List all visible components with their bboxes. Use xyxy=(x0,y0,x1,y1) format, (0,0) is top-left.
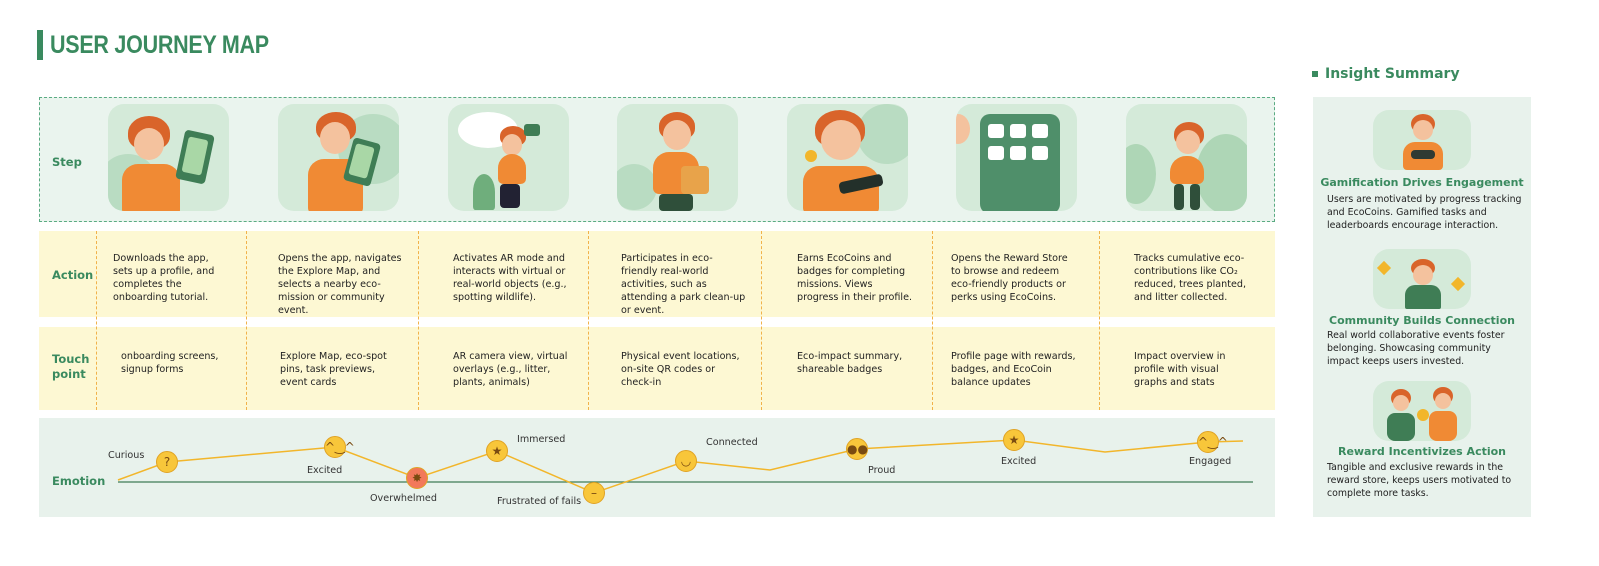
exploding-head-icon: ✸ xyxy=(406,467,428,489)
insight-heading: Reward Incentivizes Action xyxy=(1337,445,1507,458)
action-row xyxy=(39,231,1275,317)
insight-heading: Gamification Drives Engagement xyxy=(1320,176,1524,189)
touchpoint-cell: Eco-impact summary, shareable badges xyxy=(797,351,903,375)
emotion-label: Immersed xyxy=(517,434,566,445)
column-divider xyxy=(246,231,247,410)
emotion-label: Proud xyxy=(868,465,896,476)
emotion-label: Excited xyxy=(307,465,343,476)
park-cleanup-illustration xyxy=(617,104,738,211)
page-title: USER JOURNEY MAP xyxy=(50,31,269,59)
action-cell: Opens the app, navigates the Explore Map… xyxy=(278,253,402,316)
row-label-emotion: Emotion xyxy=(52,474,106,488)
explore-map-illustration xyxy=(278,104,399,211)
emotion-label: Engaged xyxy=(1189,456,1232,467)
emotion-label: Connected xyxy=(706,437,758,448)
action-cell: Earns EcoCoins and badges for completing… xyxy=(797,253,913,303)
impact-tracking-illustration xyxy=(1126,104,1247,211)
column-divider xyxy=(96,231,97,410)
insight-title-dot xyxy=(1312,71,1318,77)
thinking-face-icon: ? xyxy=(156,451,178,473)
touchpoint-cell: Explore Map, eco-spot pins, task preview… xyxy=(280,351,387,388)
emotion-row xyxy=(39,418,1275,517)
emotion-label: Frustrated of fails xyxy=(497,496,582,507)
action-cell: Participates in eco-friendly real-world … xyxy=(621,253,746,316)
touchpoint-cell: Profile page with rewards, badges, and E… xyxy=(951,351,1076,388)
touchpoint-row xyxy=(39,327,1275,410)
column-divider xyxy=(1099,231,1100,410)
column-divider xyxy=(932,231,933,410)
action-cell: Opens the Reward Store to browse and red… xyxy=(951,253,1068,303)
row-label-action: Action xyxy=(52,268,94,282)
insight-title: Insight Summary xyxy=(1325,66,1460,82)
row-label-step: Step xyxy=(52,155,82,169)
ecocoins-illustration xyxy=(787,104,908,211)
emotion-label: Curious xyxy=(108,450,145,461)
title-accent-bar xyxy=(37,30,43,60)
sunglasses-face-icon: ●● xyxy=(846,438,868,460)
insight-body: Users are motivated by progress tracking… xyxy=(1327,194,1522,231)
hugging-face-icon: ^‿^ xyxy=(1197,431,1228,453)
action-cell: Downloads the app, sets up a profile, an… xyxy=(113,253,215,303)
column-divider xyxy=(761,231,762,410)
insight-body: Real world collaborative events foster b… xyxy=(1327,330,1505,367)
phone-onboarding-illustration xyxy=(108,104,229,211)
column-divider xyxy=(418,231,419,410)
reward-store-illustration xyxy=(956,104,1077,211)
action-cell: Tracks cumulative eco-contributions like… xyxy=(1134,253,1247,303)
reward-illustration-icon xyxy=(1373,381,1471,441)
star-struck-icon: ★ xyxy=(486,440,508,462)
action-cell: Activates AR mode and interacts with vir… xyxy=(453,253,567,303)
hugging-face-icon: ^‿^ xyxy=(324,436,355,458)
community-illustration-icon xyxy=(1373,249,1471,309)
touchpoint-cell: onboarding screens, signup forms xyxy=(121,351,219,375)
touchpoint-cell: Physical event locations, on-site QR cod… xyxy=(621,351,740,388)
row-label-touchpoint: Touch point xyxy=(52,352,90,381)
insight-heading: Community Builds Connection xyxy=(1329,314,1515,327)
gaming-illustration-icon xyxy=(1373,110,1471,170)
touchpoint-cell: AR camera view, virtual overlays (e.g., … xyxy=(453,351,568,388)
emotion-label: Excited xyxy=(1001,456,1037,467)
star-struck-icon: ★ xyxy=(1003,429,1025,451)
emotion-label: Overwhelmed xyxy=(370,493,437,504)
neutral-face-icon: – xyxy=(583,482,605,504)
halo-face-icon: ◡ xyxy=(675,450,697,472)
touchpoint-cell: Impact overview in profile with visual g… xyxy=(1134,351,1226,388)
insight-body: Tangible and exclusive rewards in the re… xyxy=(1327,462,1512,499)
ar-mode-illustration xyxy=(448,104,569,211)
column-divider xyxy=(588,231,589,410)
